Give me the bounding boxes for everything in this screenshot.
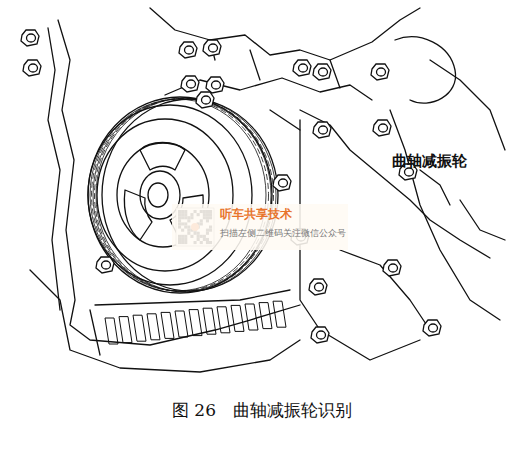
pan-fin [217,307,230,333]
pan-fin [259,303,272,329]
part-name: 曲轴减振轮 [392,152,467,171]
bolt [309,279,327,295]
pulley-rib [95,98,274,291]
bolt [383,260,401,276]
bolt [423,320,441,336]
figure-caption: 图 26 曲轴减振轮识别 [4,399,516,422]
bolt [311,327,329,343]
pan-fin [231,305,244,331]
pulley-rib [96,98,276,292]
bolt [96,257,114,273]
bolt [21,30,39,46]
bolt [273,175,291,191]
bolt [313,122,331,138]
bolt [179,42,197,58]
pan-fin [245,304,258,330]
bolt [206,77,224,93]
bolt [181,76,199,92]
bolt [23,60,41,76]
pan-fin [273,301,286,327]
watermark-title: 听车共享技术 [220,206,292,223]
pulley-rib [90,99,266,291]
bolt [373,120,391,136]
pan-fin [147,314,160,340]
pan-fin [175,311,188,337]
pulley-rib [92,99,269,291]
bolt [313,64,331,80]
pulley-rib [93,99,271,292]
pan-fin [105,318,118,344]
watermark-note: 扫描左侧二维码关注微信公众号 [220,228,346,240]
pan-fin [161,312,174,338]
bolt [203,40,221,56]
pan-fin [133,315,146,341]
bolt [196,92,214,108]
pan-fin [119,317,132,343]
pan-fin [189,310,202,336]
bolt [293,60,311,76]
pan-fin [203,308,216,334]
bolt [371,64,389,80]
